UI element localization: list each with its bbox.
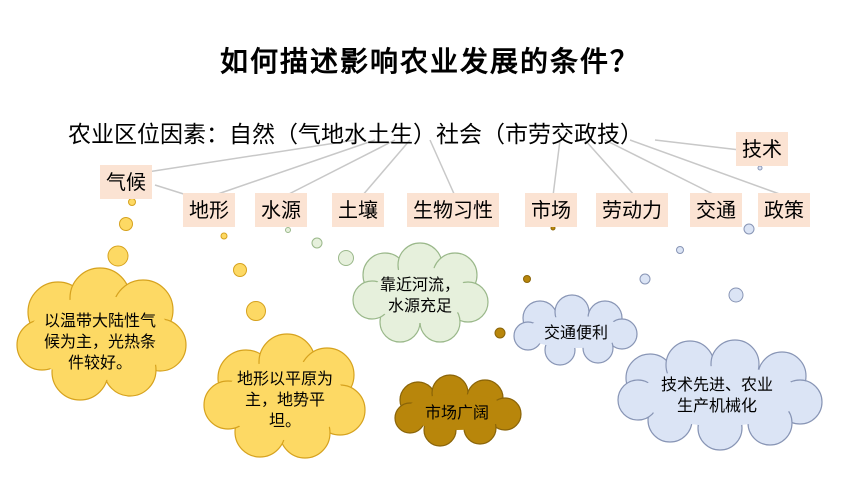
factor-terrain: 地形 [183,193,235,227]
connector-biology [429,139,456,197]
factor-water: 水源 [255,193,307,227]
cloud-technology [617,339,823,451]
cloud-transport-text: 交通便利 [543,322,608,342]
cloud-transport [513,294,638,366]
bubble-trail-market [494,225,556,339]
factor-market: 市场 [525,193,577,227]
factors-summary: 农业区位因素：自然（气地水土生）社会（市劳交政技） [68,122,643,148]
cloud-market-text: 市场广阔 [424,402,489,422]
connector-policy [629,139,786,197]
factor-policy: 政策 [758,193,810,227]
connector-terrain [211,139,376,197]
factor-biology: 生物习性 [407,193,499,227]
connector-water [284,139,396,197]
connector-market [552,139,561,197]
factor-technology: 技术 [736,132,788,166]
cloud-water [352,242,489,343]
bubble-trail-terrain [220,232,266,321]
factor-labor: 劳动力 [596,193,668,227]
connector-lines [127,139,786,197]
factor-climate: 气候 [100,165,152,199]
connector-technology [654,139,741,151]
factor-transport: 交通 [690,193,742,227]
connector-climate [127,139,356,176]
cloud-climate [16,267,187,401]
connector-soil [361,139,411,197]
cloud-climate-text: 以温带大陆性气候为主，光热条件较好。 [43,310,156,372]
page-title: 如何描述影响农业发展的条件？ [219,45,640,78]
bubble-trail-climate [107,198,136,267]
cloud-terrain [203,333,366,459]
cloud-technology-text: 技术先进、农业生产机械化 [660,375,773,415]
connector-labor [584,139,636,197]
cloud-terrain-text: 地形以平原为主，地势平坦。 [236,368,333,430]
cloud-market [394,374,522,447]
bubble-trail-water [285,227,354,266]
bubble-trail-transport [639,221,714,285]
factor-soil: 土壤 [332,193,384,227]
connector-transport [604,139,718,197]
cloud-water-text: 靠近河流，水源充足 [379,275,460,315]
bubble-trail-technology [728,165,763,303]
